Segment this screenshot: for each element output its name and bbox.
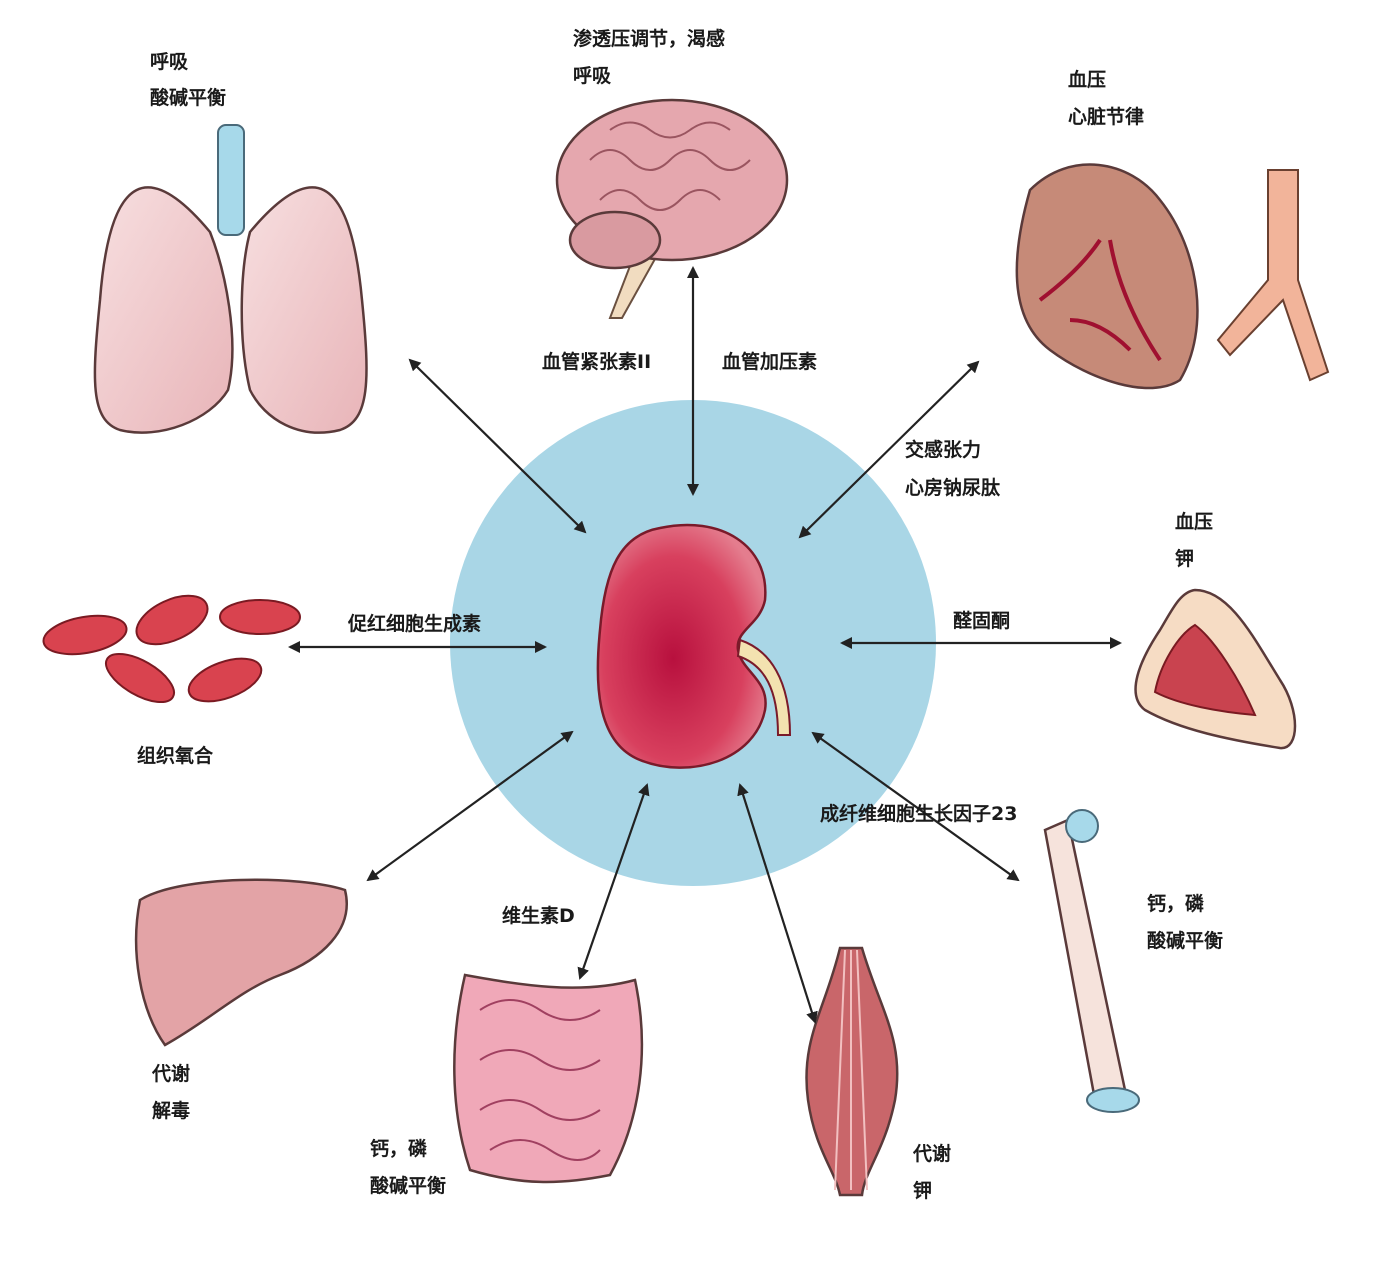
intestine-kidney-arrow [577,783,650,980]
angiotensin-label: 血管紧张素II [542,350,651,373]
brain-illustration [555,98,789,319]
muscle-label-2: 钾 [913,1179,932,1202]
intestine-illustration [453,973,644,1184]
liver-kidney-arrow [366,730,574,882]
brain-label-1: 渗透压调节，渴感 [573,27,725,50]
heart-label-2: 心脏节律 [1068,105,1144,128]
blood-cells-label: 组织氧合 [137,744,214,767]
intestine-label-2: 酸碱平衡 [370,1174,446,1197]
liver-label-1: 代谢 [151,1062,190,1085]
aldosterone-label: 醛固酮 [953,609,1010,632]
fgf23-label: 成纤维细胞生长因子23 [820,802,1017,825]
adrenal-gland-illustration [1134,588,1297,750]
heart-kidney-arrow [798,360,980,539]
lungs-label-1: 呼吸 [150,51,189,73]
heart-illustration [1015,163,1330,390]
lungs-illustration [93,124,368,434]
lungs-label-2: 酸碱平衡 [150,86,226,109]
intestine-label-1: 钙，磷 [370,1137,427,1160]
sympathetic-label-1: 交感张力 [905,438,981,461]
liver-label-2: 解毒 [152,1099,190,1122]
adrenal-label-2: 钾 [1175,547,1194,570]
sympathetic-label-2: 心房钠尿肽 [905,476,1001,499]
lungs-kidney-arrow [408,358,587,534]
bone-illustration [1043,809,1140,1113]
adrenal-label-1: 血压 [1175,510,1213,533]
muscle-illustration [805,946,899,1197]
liver-illustration [134,878,348,1047]
brain-label-2: 呼吸 [573,65,612,87]
red-blood-cells-illustration [42,594,301,704]
bone-kidney-arrow [811,731,1020,882]
bone-label-2: 酸碱平衡 [1147,929,1223,952]
heart-label-1: 血压 [1068,68,1106,91]
kidney-illustration [596,523,792,769]
vitamin-d-label: 维生素D [502,904,575,927]
muscle-label-1: 代谢 [912,1142,951,1165]
bone-label-1: 钙，磷 [1147,892,1204,915]
vasopressin-label: 血管加压素 [722,350,817,373]
epo-label: 促红细胞生成素 [347,612,481,635]
muscle-kidney-arrow [737,783,818,1024]
